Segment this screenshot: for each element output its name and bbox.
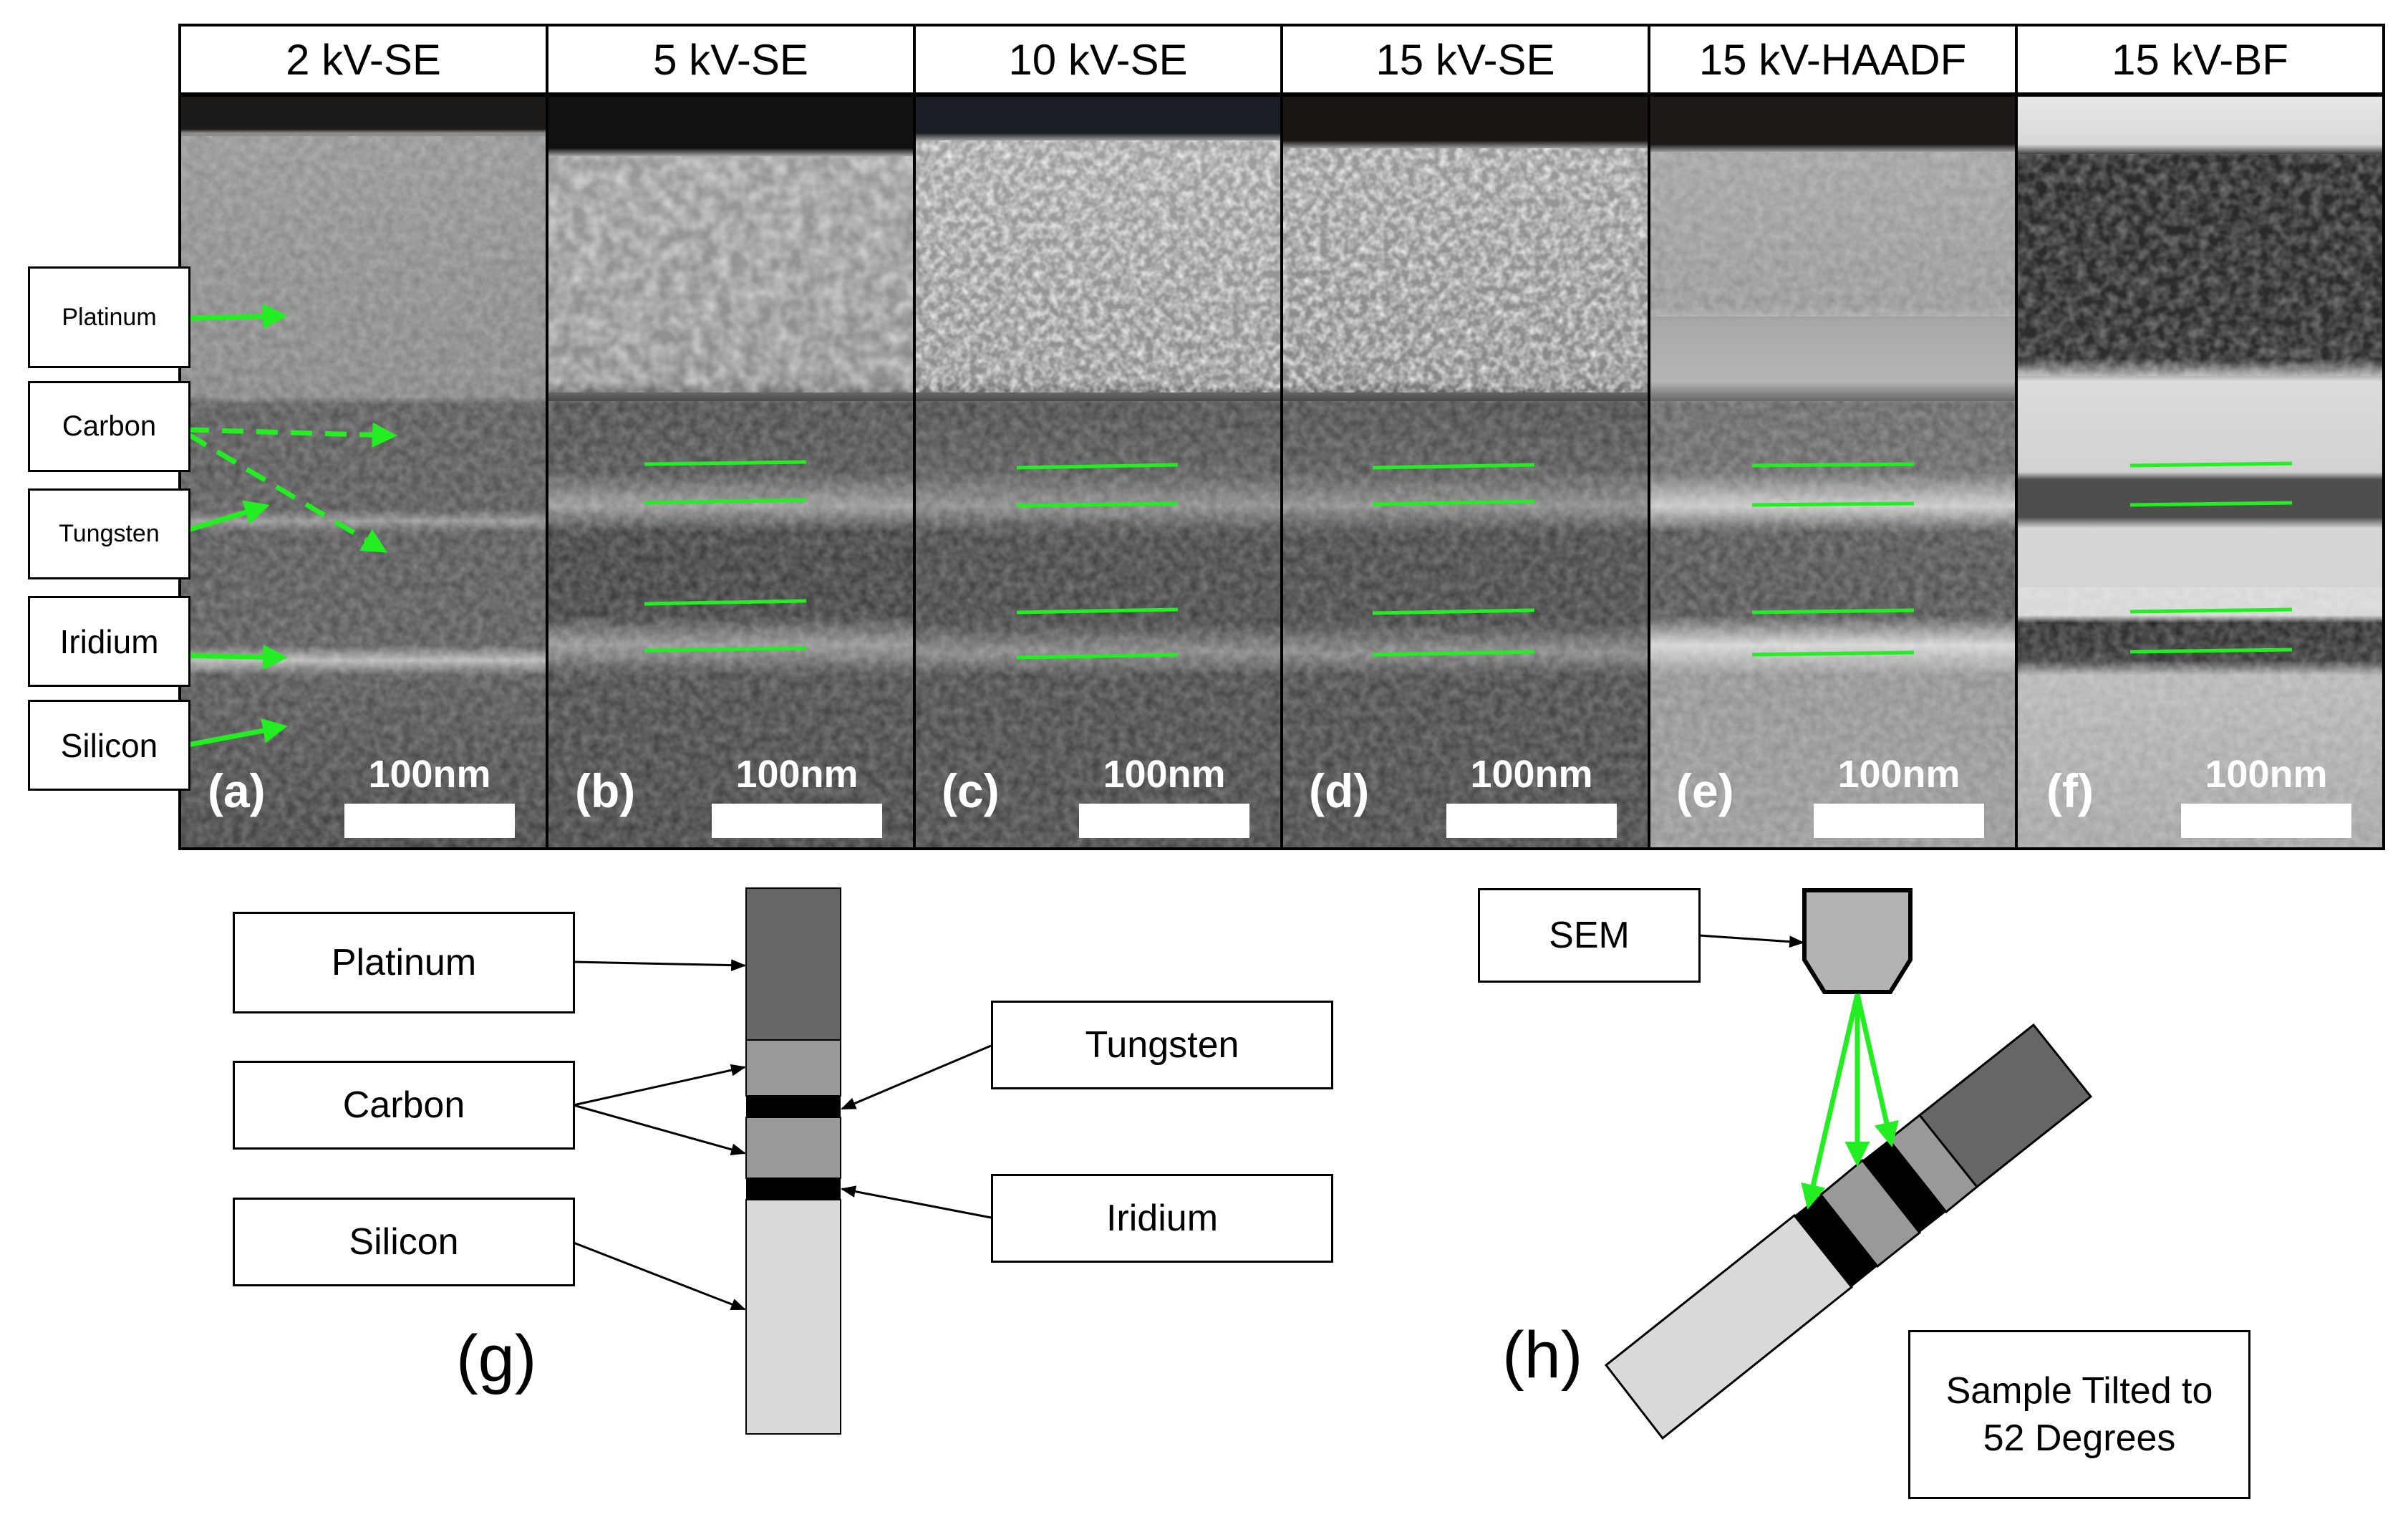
diagram-g-layer-stack (745, 887, 841, 1435)
guide-line (1751, 462, 1915, 468)
micrograph-panel-a (180, 95, 547, 849)
label-a-carbon: Carbon (28, 381, 190, 472)
stack-iridium-layer (746, 1178, 841, 1200)
arrow-iridium (187, 644, 288, 670)
guide-line (2129, 607, 2293, 614)
micrograph-panel-d (1282, 95, 1649, 849)
sem-beam-arrows (1801, 993, 1899, 1210)
label-g-platinum: Platinum (233, 912, 575, 1013)
label-a-platinum: Platinum (28, 266, 190, 368)
scale-label-c: 100nm (1103, 753, 1226, 796)
label-a-silicon: Silicon (28, 700, 190, 791)
panel-letter-b: (b) (575, 764, 636, 817)
guide-line (2129, 461, 2293, 468)
guide-line (1016, 463, 1179, 470)
guide-line (644, 599, 807, 606)
scale-bar-f (2181, 804, 2351, 838)
guide-line (1016, 652, 1179, 660)
guide-line (1372, 499, 1535, 506)
tilt-note-line-2: 52 Degrees (1983, 1417, 2176, 1459)
guide-line (644, 460, 807, 466)
figure-letter-h: (h) (1502, 1319, 1583, 1392)
guide-line (1016, 607, 1179, 615)
header-15kv-haadf: 15 kV-HAADF (1648, 24, 2018, 95)
scale-bar-c (1079, 804, 1249, 838)
figure-letter-g: (g) (456, 1322, 537, 1395)
panel-letter-f: (f) (2046, 764, 2094, 817)
sem-detector-icon (1802, 888, 1913, 994)
header-15kv-se: 15 kV-SE (1280, 24, 1650, 95)
guide-line (1372, 463, 1535, 470)
scale-label-e: 100nm (1837, 753, 1960, 796)
stack-silicon-layer (745, 1199, 841, 1435)
header-5kv-se: 5 kV-SE (546, 24, 916, 95)
tilted-platinum (1918, 1023, 2093, 1189)
guide-line (2129, 501, 2293, 507)
header-10kv-se: 10 kV-SE (913, 24, 1283, 95)
micrograph-panel-b (547, 95, 914, 849)
scale-label-b: 100nm (735, 753, 859, 796)
diagram-g-arrows (573, 959, 992, 1311)
panel-a-green-arrows (186, 304, 397, 748)
stack-tungsten-layer (746, 1096, 841, 1117)
scale-bar-e (1814, 804, 1984, 838)
guide-line (1016, 501, 1179, 508)
header-15kv-bf: 15 kV-BF (2015, 24, 2385, 95)
tilt-note-line-1: Sample Tilted to (1945, 1370, 2213, 1412)
label-h-sem: SEM (1478, 888, 1701, 983)
scale-label-d: 100nm (1470, 753, 1593, 796)
scale-bar-a (344, 804, 515, 838)
arrow-carbon-2 (186, 431, 388, 553)
scale-label-a: 100nm (368, 753, 491, 796)
stack-carbon-layer-top (745, 1039, 841, 1097)
arrow-tungsten (186, 500, 270, 533)
tilted-silicon (1604, 1213, 1854, 1440)
label-g-iridium: Iridium (991, 1174, 1333, 1263)
label-g-tungsten: Tungsten (991, 1001, 1333, 1089)
guide-line (1751, 650, 1915, 657)
guide-line (1751, 608, 1915, 615)
arrow-silicon (187, 718, 288, 748)
green-guide-lines (644, 460, 2293, 660)
label-g-silicon: Silicon (233, 1198, 575, 1286)
header-2kv-se: 2 kV-SE (178, 24, 548, 95)
panel-letter-d: (d) (1309, 764, 1370, 817)
diagram-h-tilted-sample (1604, 1023, 2093, 1440)
stack-carbon-layer-bottom (745, 1117, 841, 1179)
micrograph-panel-f (2016, 95, 2384, 849)
label-h-tilt-note: Sample Tilted to 52 Degrees (1908, 1330, 2250, 1499)
scale-label-f: 100nm (2205, 753, 2328, 796)
arrow-platinum (187, 304, 288, 329)
sem-pointer-arrow (1698, 934, 1805, 948)
guide-line (644, 646, 807, 652)
scale-bar-b (712, 804, 882, 838)
tilted-metal-2 (1862, 1140, 1946, 1233)
guide-line (1751, 501, 1915, 507)
panel-letter-c: (c) (942, 764, 1000, 817)
label-a-iridium: Iridium (28, 596, 190, 687)
micrograph-strip (178, 94, 2385, 850)
scale-bar-d (1446, 804, 1617, 838)
tilted-metal-1 (1794, 1195, 1877, 1287)
label-g-carbon: Carbon (233, 1061, 575, 1150)
guide-line (1372, 608, 1535, 615)
label-a-tungsten: Tungsten (28, 488, 190, 579)
micrograph-panel-c (914, 95, 1282, 849)
guide-line (1372, 650, 1535, 657)
micrograph-panel-e (1649, 95, 2016, 849)
guide-line (644, 498, 807, 505)
stack-platinum-layer (745, 887, 841, 1041)
panel-letter-e: (e) (1676, 764, 1734, 817)
guide-line (2129, 647, 2293, 654)
panel-letter-a: (a) (208, 764, 266, 817)
